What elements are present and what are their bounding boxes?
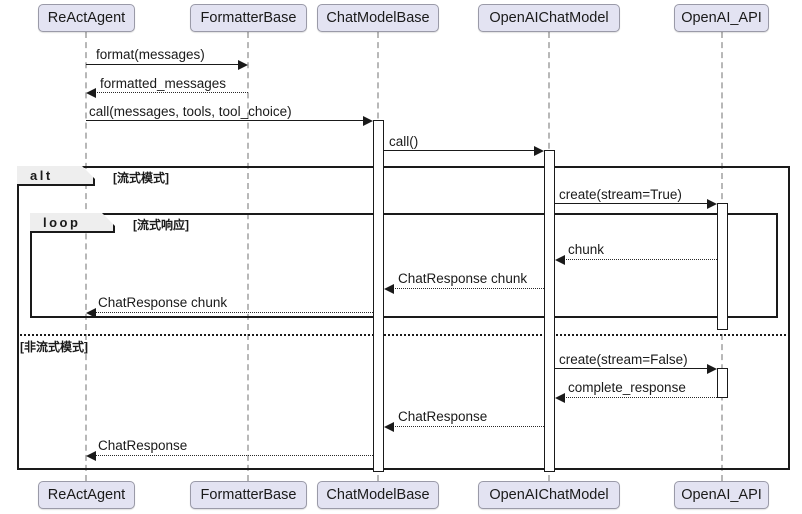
msg-create-stream-false-line (555, 368, 708, 369)
msg-chatresponse-chunk-outer-arrowhead (86, 307, 96, 318)
msg-chatresponse-inner-label: ChatResponse (398, 409, 488, 424)
msg-create-stream-false-arrowhead (707, 363, 717, 374)
msg-complete-response-line (564, 397, 717, 398)
activation-openai-api-nonstream (717, 368, 728, 398)
msg-call-tools-line (86, 120, 364, 121)
msg-chatresponse-outer-arrowhead (86, 450, 96, 461)
participant-header-react-agent[interactable]: ReActAgent (38, 4, 135, 32)
msg-chatresponse-outer-line (95, 455, 373, 456)
msg-call-tools-label: call(messages, tools, tool_choice) (89, 104, 292, 119)
msg-chunk-arrowhead (555, 254, 565, 265)
loop-fragment (30, 213, 778, 318)
msg-chatresponse-chunk-inner-line (393, 288, 544, 289)
msg-chatresponse-inner-line (393, 426, 544, 427)
msg-create-stream-true-line (555, 203, 708, 204)
msg-complete-response-label: complete_response (568, 380, 686, 395)
participant-header-openai-api[interactable]: OpenAI_API (674, 4, 769, 32)
alt-fragment-tab: alt (17, 166, 95, 186)
msg-complete-response-arrowhead (555, 392, 565, 403)
alt-fragment-guard: [流式模式] (113, 171, 169, 185)
msg-call-line (384, 150, 535, 151)
msg-formatted-arrowhead (86, 87, 96, 98)
participant-footer-react-agent[interactable]: ReActAgent (38, 481, 135, 509)
alt-fragment-else-guard: [非流式模式] (20, 340, 88, 354)
msg-formatted-line (95, 92, 248, 93)
loop-fragment-tab: loop (30, 213, 115, 233)
participant-footer-openai-api[interactable]: OpenAI_API (674, 481, 769, 509)
participant-header-openai-chat-model[interactable]: OpenAIChatModel (478, 4, 620, 32)
msg-chatresponse-chunk-outer-line (95, 312, 373, 313)
lifeline-formatter-base (247, 32, 249, 481)
msg-chatresponse-outer-label: ChatResponse (98, 438, 188, 453)
msg-chatresponse-chunk-outer-label: ChatResponse chunk (98, 295, 228, 310)
msg-chatresponse-inner-arrowhead (384, 421, 394, 432)
activation-openai-chat-model (544, 150, 555, 472)
msg-format-arrowhead (238, 59, 248, 70)
activation-openai-api-stream (717, 203, 728, 330)
msg-create-stream-true-arrowhead (707, 198, 717, 209)
loop-fragment-guard: [流式响应] (133, 218, 189, 232)
participant-footer-openai-chat-model[interactable]: OpenAIChatModel (478, 481, 620, 509)
alt-fragment (17, 166, 790, 470)
activation-chat-model-base (373, 120, 384, 472)
msg-formatted-label: formatted_messages (100, 76, 227, 91)
msg-create-stream-true-label: create(stream=True) (559, 187, 682, 202)
msg-format-line (86, 64, 239, 65)
msg-format-label: format(messages) (96, 47, 205, 62)
msg-call-label: call() (389, 134, 419, 149)
participant-header-formatter-base[interactable]: FormatterBase (190, 4, 307, 32)
msg-call-arrowhead (534, 145, 544, 156)
msg-chatresponse-chunk-inner-label: ChatResponse chunk (398, 271, 528, 286)
msg-chatresponse-chunk-inner-arrowhead (384, 283, 394, 294)
msg-call-tools-arrowhead (363, 115, 373, 126)
lifeline-react-agent (85, 32, 87, 481)
alt-fragment-divider (17, 334, 790, 336)
msg-create-stream-false-label: create(stream=False) (559, 352, 688, 367)
participant-footer-chat-model-base[interactable]: ChatModelBase (317, 481, 439, 509)
msg-chunk-line (564, 259, 717, 260)
participant-footer-formatter-base[interactable]: FormatterBase (190, 481, 307, 509)
participant-header-chat-model-base[interactable]: ChatModelBase (317, 4, 439, 32)
msg-chunk-label: chunk (568, 242, 605, 257)
